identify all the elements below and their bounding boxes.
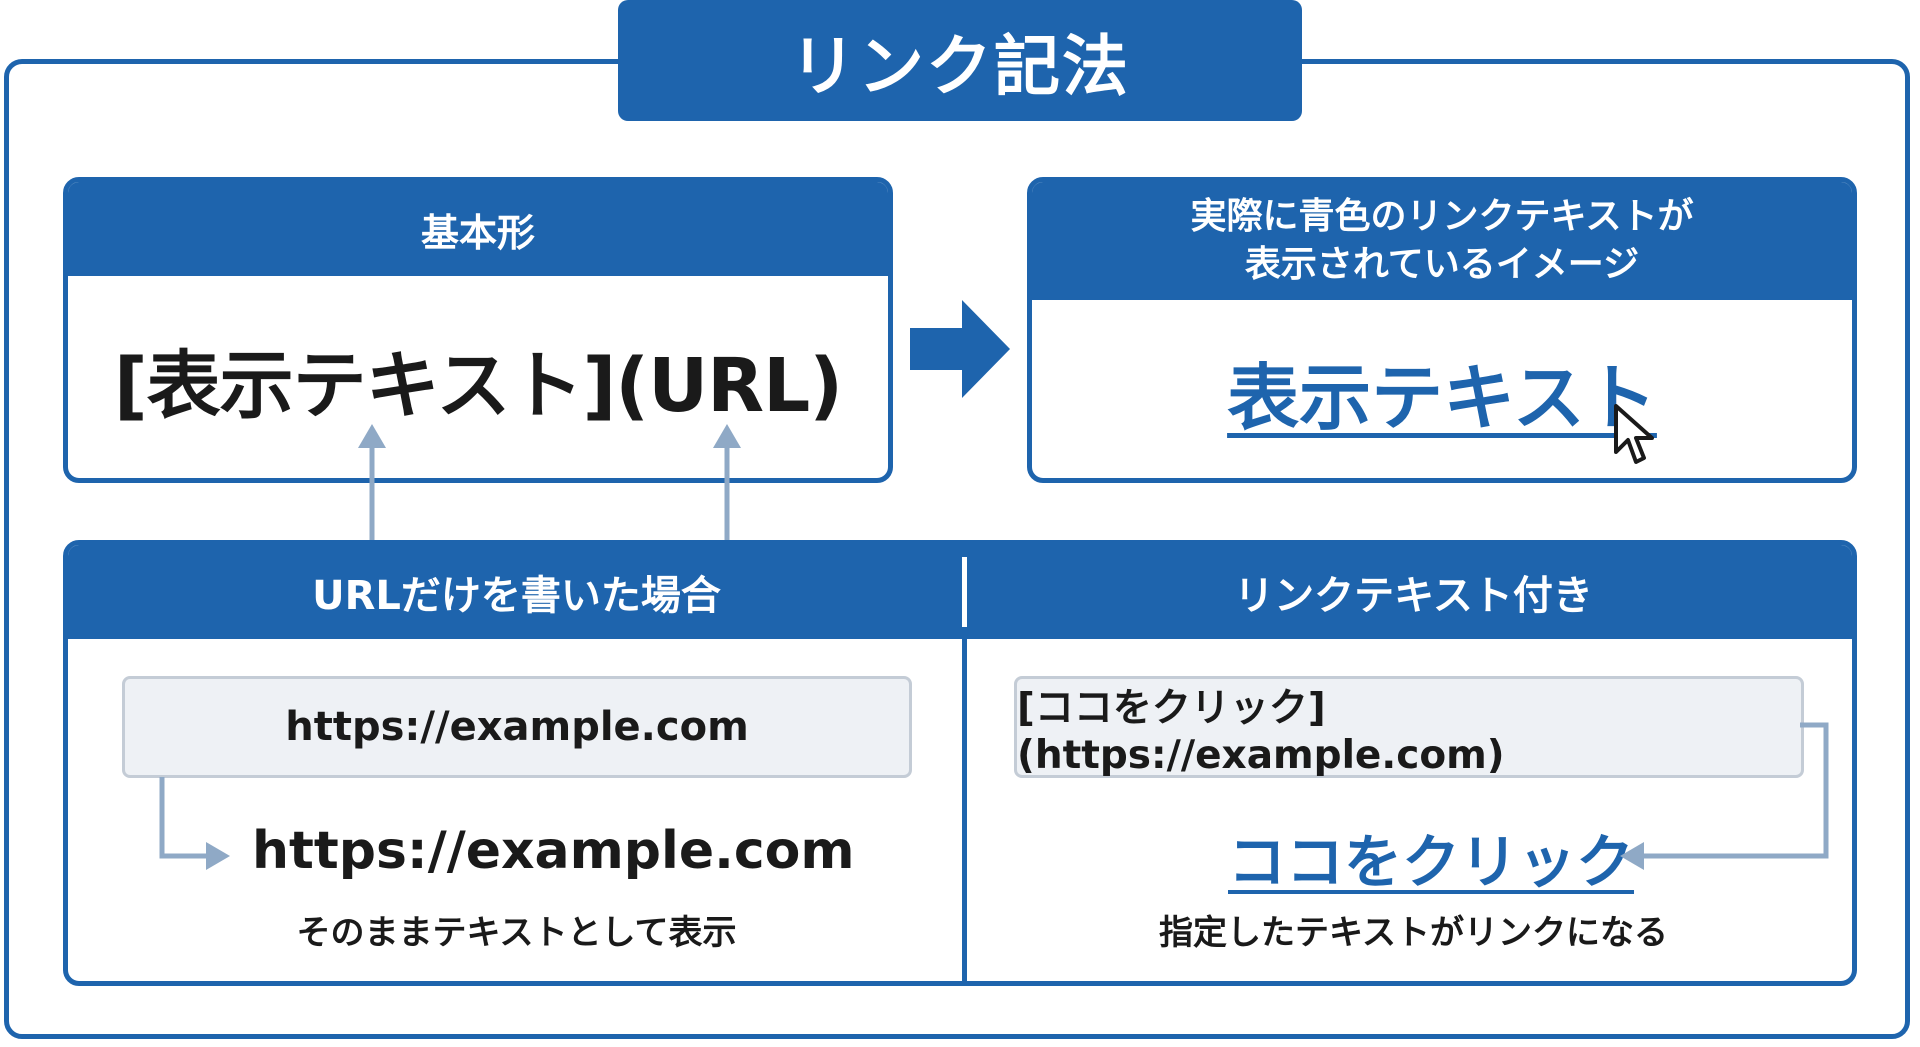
render-preview-panel: 実際に青色のリンクテキストが 表示されているイメージ 表示テキスト <box>1027 177 1857 483</box>
page-title: リンク記法 <box>618 0 1302 121</box>
basic-form-header: 基本形 <box>68 182 888 276</box>
url-only-header: URLだけを書いた場合 <box>68 545 965 639</box>
url-only-result: https://example.com <box>252 821 855 881</box>
with-text-code-box: [ココをクリック](https://example.com) <box>1014 676 1804 778</box>
with-text-caption: 指定したテキストがリンクになる <box>1159 913 1668 953</box>
column-divider <box>962 557 967 981</box>
basic-syntax: [表示テキスト](URL) <box>68 276 888 478</box>
url-only-code-box: https://example.com <box>122 676 912 778</box>
url-only-caption: そのままテキストとして表示 <box>296 913 737 953</box>
basic-form-header-text: 基本形 <box>420 210 535 255</box>
rendered-link-text[interactable]: 表示テキスト <box>1227 356 1657 440</box>
arrow-right-icon <box>910 300 1010 398</box>
render-preview-header: 実際に青色のリンクテキストが 表示されているイメージ <box>1032 182 1852 300</box>
examples-panel: URLだけを書いた場合 リンクテキスト付き https://example.co… <box>63 540 1857 986</box>
with-text-code: [ココをクリック](https://example.com) <box>1017 685 1505 778</box>
render-header-line1: 実際に青色のリンクテキストが <box>1190 196 1694 237</box>
examples-header-bar <box>68 545 1852 639</box>
with-text-result-link[interactable]: ココをクリック <box>1228 828 1635 896</box>
column-divider-header <box>962 557 967 627</box>
basic-syntax-text: [表示テキスト](URL) <box>113 343 843 429</box>
with-text-header-text: リンクテキスト付き <box>1234 573 1593 619</box>
url-only-header-text: URLだけを書いた場合 <box>312 573 721 619</box>
page-title-text: リンク記法 <box>790 27 1130 105</box>
url-only-code: https://example.com <box>285 704 749 750</box>
with-text-header: リンクテキスト付き <box>965 545 1852 639</box>
rendered-link[interactable]: 表示テキスト <box>1032 300 1852 478</box>
render-header-line2: 表示されているイメージ <box>1244 244 1640 285</box>
basic-form-panel: 基本形 [表示テキスト](URL) <box>63 177 893 483</box>
cursor-icon <box>1614 404 1654 464</box>
